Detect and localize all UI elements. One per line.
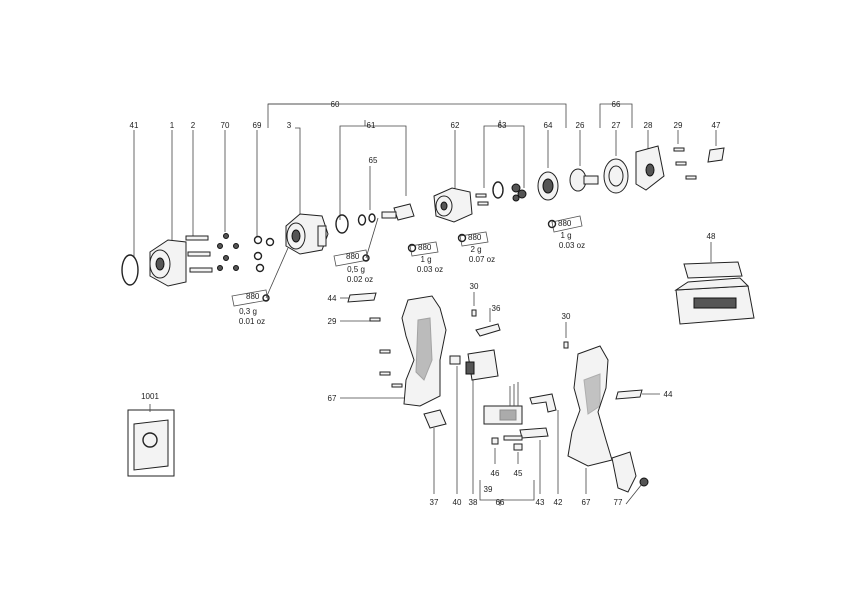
callout-29-top: 29 bbox=[674, 121, 683, 130]
part-40-switch bbox=[449, 355, 461, 365]
grease-packet-3 bbox=[407, 241, 439, 257]
part-69-rings bbox=[253, 235, 275, 273]
callout-61: 61 bbox=[367, 121, 376, 130]
part-3-gear-housing bbox=[285, 213, 329, 255]
callout-66-bottom: 66 bbox=[496, 498, 505, 507]
part-29-screws-left bbox=[369, 317, 403, 388]
grease-2-code: 880 bbox=[346, 252, 360, 261]
part-77-belt-hook bbox=[611, 451, 649, 493]
grease-5-code: 880 bbox=[558, 219, 572, 228]
callout-46: 46 bbox=[491, 469, 500, 478]
part-39-electronics bbox=[483, 382, 523, 425]
part-27-ring-gear bbox=[603, 158, 629, 194]
callout-44-left: 44 bbox=[328, 294, 337, 303]
part-67-housing-left bbox=[401, 295, 447, 407]
part-28-motor bbox=[635, 145, 665, 191]
part-43-plate bbox=[519, 427, 549, 439]
callout-62: 62 bbox=[451, 121, 460, 130]
part-37-switch-cover bbox=[423, 409, 447, 429]
part-48-battery-pack bbox=[674, 261, 755, 325]
grease-2-weight-oz: 0.02 oz bbox=[347, 275, 373, 284]
callout-43: 43 bbox=[536, 498, 545, 507]
callout-1001: 1001 bbox=[141, 392, 159, 401]
grease-packet-4 bbox=[457, 231, 489, 247]
callout-70: 70 bbox=[221, 121, 230, 130]
part-61-hammer-set bbox=[335, 203, 415, 234]
callout-30-a: 30 bbox=[470, 282, 479, 291]
grease-3-weight-oz: 0.03 oz bbox=[417, 265, 443, 274]
callout-63: 63 bbox=[498, 121, 507, 130]
grease-5-weight-oz: 0.03 oz bbox=[559, 241, 585, 250]
callout-29-left: 29 bbox=[328, 317, 337, 326]
callout-42: 42 bbox=[554, 498, 563, 507]
part-42-clip bbox=[529, 393, 557, 413]
callout-28: 28 bbox=[644, 121, 653, 130]
part-67-housing-right bbox=[567, 345, 613, 467]
callout-67-left: 67 bbox=[328, 394, 337, 403]
callout-44-right: 44 bbox=[664, 390, 673, 399]
grease-1-weight-g: 0,3 g bbox=[239, 307, 257, 316]
part-46-45-springs bbox=[491, 435, 523, 451]
callout-2: 2 bbox=[191, 121, 196, 130]
part-38-trigger-switch bbox=[465, 349, 499, 381]
callout-39: 39 bbox=[484, 485, 493, 494]
callout-67-right: 67 bbox=[582, 498, 591, 507]
callout-26: 26 bbox=[576, 121, 585, 130]
callout-60: 60 bbox=[331, 100, 340, 109]
callout-66-top: 66 bbox=[612, 100, 621, 109]
part-63-bearing-set bbox=[475, 181, 527, 206]
grease-3-weight-g: 1 g bbox=[420, 255, 431, 264]
part-44-label-left bbox=[347, 292, 377, 303]
grease-4-weight-oz: 0.07 oz bbox=[469, 255, 495, 264]
callout-69: 69 bbox=[253, 121, 262, 130]
part-36-switch-lever bbox=[475, 323, 501, 337]
grease-4-code: 880 bbox=[468, 233, 482, 242]
part-29-screws-top bbox=[673, 147, 697, 180]
callout-37: 37 bbox=[430, 498, 439, 507]
part-64-planetary-carrier bbox=[537, 171, 559, 201]
grease-packet-5 bbox=[547, 215, 583, 233]
part-30-screws bbox=[471, 309, 569, 349]
part-70-washers bbox=[217, 233, 239, 271]
callout-65: 65 bbox=[369, 156, 378, 165]
part-62-impact-block bbox=[433, 187, 473, 223]
callout-1: 1 bbox=[170, 121, 175, 130]
part-44-label-right bbox=[615, 389, 643, 400]
callout-48: 48 bbox=[707, 232, 716, 241]
callout-38: 38 bbox=[469, 498, 478, 507]
grease-1-weight-oz: 0.01 oz bbox=[239, 317, 265, 326]
part-41-o-ring bbox=[121, 254, 139, 286]
part-1001-detail-frame bbox=[127, 404, 175, 477]
grease-4-weight-g: 2 g bbox=[470, 245, 481, 254]
callout-77: 77 bbox=[614, 498, 623, 507]
callout-30-b: 30 bbox=[562, 312, 571, 321]
callout-27: 27 bbox=[612, 121, 621, 130]
part-1-front-cover bbox=[149, 239, 187, 287]
callout-64: 64 bbox=[544, 121, 553, 130]
callout-3: 3 bbox=[287, 121, 292, 130]
part-2-screws bbox=[185, 235, 213, 273]
callout-36: 36 bbox=[492, 304, 501, 313]
callout-47: 47 bbox=[712, 121, 721, 130]
part-47-label bbox=[707, 147, 725, 163]
callout-45: 45 bbox=[514, 469, 523, 478]
grease-1-code: 880 bbox=[246, 292, 260, 301]
grease-3-code: 880 bbox=[418, 243, 432, 252]
grease-packet-2 bbox=[333, 217, 379, 267]
part-26-spindle bbox=[569, 168, 599, 192]
callout-41: 41 bbox=[130, 121, 139, 130]
grease-2-weight-g: 0,5 g bbox=[347, 265, 365, 274]
grease-5-weight-g: 1 g bbox=[560, 231, 571, 240]
leader-lines bbox=[133, 103, 717, 506]
grease-packet-1 bbox=[231, 247, 289, 307]
callout-40: 40 bbox=[453, 498, 462, 507]
